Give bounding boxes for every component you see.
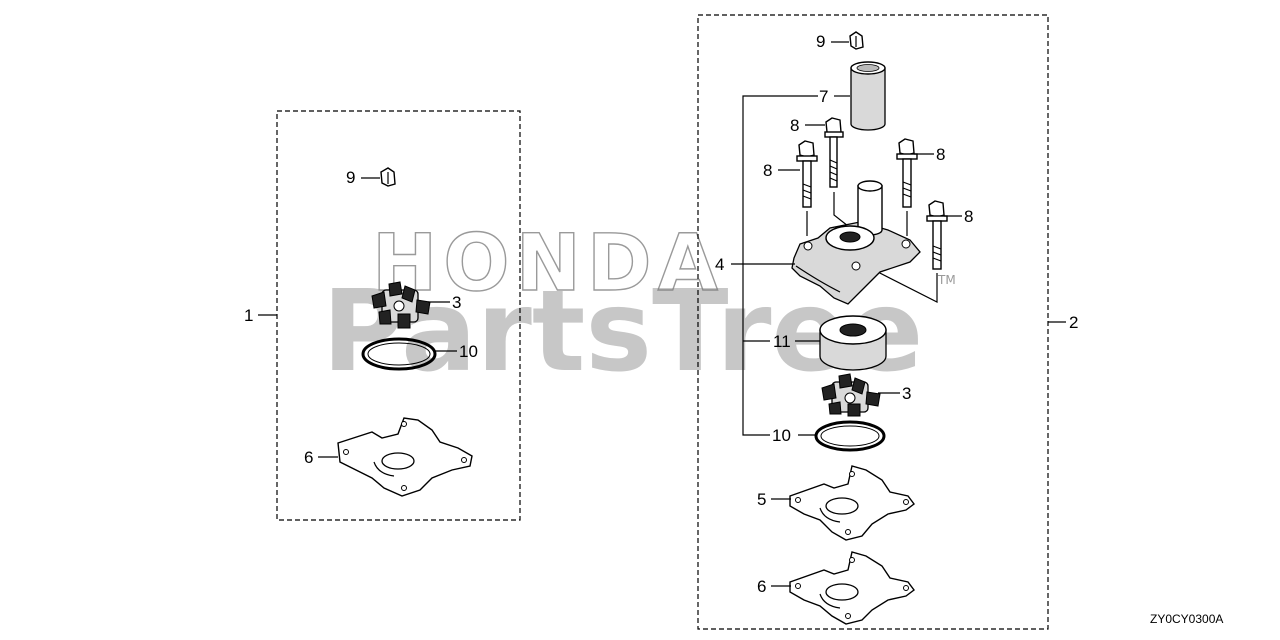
right-bolt-right-label[interactable]: 8 xyxy=(936,145,945,164)
right-plate-label[interactable]: 5 xyxy=(757,490,766,509)
left-clip-label[interactable]: 9 xyxy=(346,168,355,187)
right-bolt-lower-right-part xyxy=(926,200,948,270)
left-impeller-part xyxy=(371,281,431,329)
left-gasket-label[interactable]: 6 xyxy=(304,448,313,467)
right-bolt-lower-right-label[interactable]: 8 xyxy=(964,207,973,226)
left-oring-part xyxy=(361,337,437,371)
right-bolt-left-label[interactable]: 8 xyxy=(763,161,772,180)
right-tube-part xyxy=(850,61,886,131)
right-oring-part xyxy=(814,420,886,452)
kit-1-label[interactable]: 1 xyxy=(244,306,253,325)
watermark-tm-text: TM xyxy=(937,273,956,287)
left-oring-label[interactable]: 10 xyxy=(459,342,478,361)
right-clip-label[interactable]: 9 xyxy=(816,32,825,51)
kit-2-label[interactable]: 2 xyxy=(1069,313,1078,332)
diagram-code: ZY0CY0300A xyxy=(1150,612,1223,626)
right-bolt-left-part xyxy=(796,140,818,208)
right-bolt-top-label[interactable]: 8 xyxy=(790,116,799,135)
right-impeller-liner-part xyxy=(819,315,887,371)
right-bolt-right-part xyxy=(896,138,918,208)
right-tube-label[interactable]: 7 xyxy=(819,87,828,106)
right-housing-label[interactable]: 4 xyxy=(715,255,724,274)
right-impeller-part xyxy=(821,373,881,417)
right-impeller-label[interactable]: 3 xyxy=(902,384,911,403)
watermark-honda-text: HONDA xyxy=(372,219,724,309)
right-gasket-label[interactable]: 6 xyxy=(757,577,766,596)
kit-2-group: 2 9 7 8 xyxy=(697,14,1078,630)
left-impeller-label[interactable]: 3 xyxy=(452,293,461,312)
right-oring-label[interactable]: 10 xyxy=(772,426,791,445)
right-liner-label[interactable]: 11 xyxy=(773,332,791,351)
right-bolt-top-part xyxy=(824,117,844,188)
kit-1-group: 1 9 3 10 6 xyxy=(244,110,521,521)
right-pump-housing-part xyxy=(791,180,921,305)
